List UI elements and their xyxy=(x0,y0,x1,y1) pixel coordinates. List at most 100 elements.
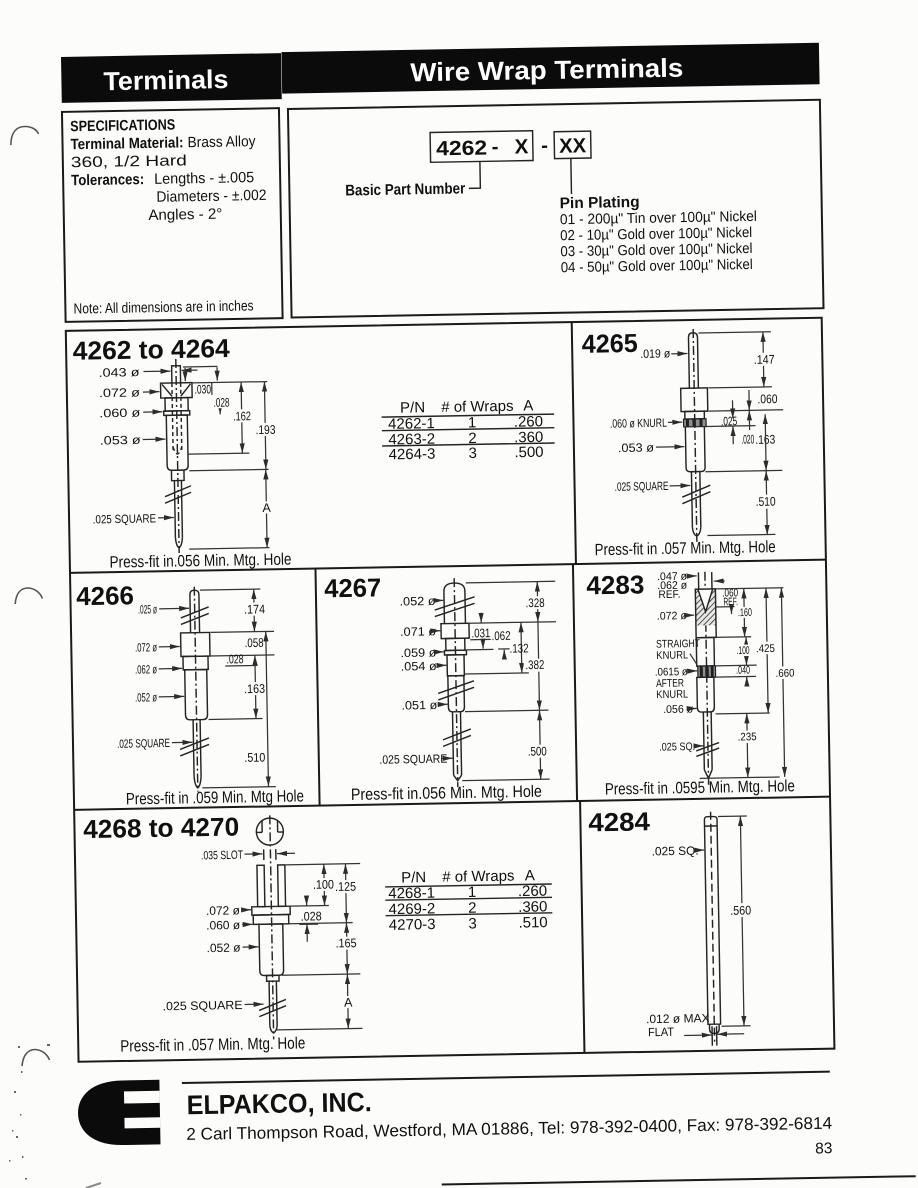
svg-text:Press-fit in .0595 Min. Mtg. H: Press-fit in .0595 Min. Mtg. Hole xyxy=(605,777,795,798)
svg-text:P/N: P/N xyxy=(401,869,426,886)
svg-text:01 - 200µ" Tin over 100µ" Nick: 01 - 200µ" Tin over 100µ" Nickel xyxy=(560,209,757,228)
svg-text:.040: .040 xyxy=(736,665,750,677)
svg-text:REF.: REF. xyxy=(723,596,738,608)
svg-text:KNURL: KNURL xyxy=(656,649,688,662)
svg-text:4262: 4262 xyxy=(436,137,487,161)
svg-text:Brass Alloy: Brass Alloy xyxy=(187,133,256,151)
svg-text:.025 SQUARE: .025 SQUARE xyxy=(162,998,242,1013)
svg-text:4267: 4267 xyxy=(324,572,382,603)
svg-text:# of Wraps: # of Wraps xyxy=(442,868,515,886)
svg-text:1: 1 xyxy=(468,884,477,901)
svg-text:.500: .500 xyxy=(514,444,543,462)
svg-text:.025 SQUARE: .025 SQUARE xyxy=(93,511,157,526)
svg-text:STRAIGHT: STRAIGHT xyxy=(656,638,700,651)
svg-text:.160: .160 xyxy=(738,607,752,619)
svg-text:.174: .174 xyxy=(244,602,265,616)
svg-text:3: 3 xyxy=(468,445,477,462)
svg-text:.056 ø: .056 ø xyxy=(663,704,693,717)
svg-text:04 - 50µ" Gold over 100µ" Nick: 04 - 50µ" Gold over 100µ" Nickel xyxy=(561,257,753,276)
svg-text:.025 SQ.: .025 SQ. xyxy=(652,844,699,859)
svg-text:.0615 ø: .0615 ø xyxy=(655,666,688,679)
svg-text:.071 ø: .071 ø xyxy=(400,624,437,639)
svg-text:4270-3: 4270-3 xyxy=(389,916,436,934)
svg-text:.560: .560 xyxy=(730,903,751,917)
svg-text:.072 ø: .072 ø xyxy=(657,610,687,623)
svg-text:.328: .328 xyxy=(525,596,544,610)
svg-text:.510: .510 xyxy=(244,750,265,764)
svg-text:4264-3: 4264-3 xyxy=(388,446,435,464)
svg-text:.053 ø: .053 ø xyxy=(618,440,655,455)
svg-text:Press-fit in.056 Min. Mtg. Hol: Press-fit in.056 Min. Mtg. Hole xyxy=(351,783,542,804)
svg-text:.020: .020 xyxy=(741,432,754,446)
svg-text:-: - xyxy=(541,134,548,157)
svg-text:.052 ø: .052 ø xyxy=(135,690,158,704)
svg-text:.163: .163 xyxy=(244,682,265,696)
svg-text:Lengths - ±.005: Lengths - ±.005 xyxy=(154,169,254,188)
svg-text:Note: All dimensions are in in: Note: All dimensions are in inches xyxy=(73,298,253,317)
svg-text:.025 SQUARE: .025 SQUARE xyxy=(379,752,447,767)
svg-text:Pin Plating: Pin Plating xyxy=(559,194,639,212)
svg-text:Press-fit in .059 Min. Mtg Hol: Press-fit in .059 Min. Mtg Hole xyxy=(126,787,304,808)
svg-text:4263-2: 4263-2 xyxy=(388,431,435,449)
svg-text:.052 ø: .052 ø xyxy=(206,941,241,956)
svg-text:Diameters - ±.002: Diameters - ±.002 xyxy=(156,187,266,206)
svg-text:.025 SQUARE: .025 SQUARE xyxy=(614,479,668,494)
svg-text:X: X xyxy=(514,135,528,158)
svg-text:.360: .360 xyxy=(514,429,543,447)
svg-text:AFTER: AFTER xyxy=(656,677,684,689)
svg-text:Terminals: Terminals xyxy=(103,64,229,96)
svg-text:4262-1: 4262-1 xyxy=(388,415,435,433)
svg-text:.132: .132 xyxy=(509,641,528,655)
svg-text:.062 ø: .062 ø xyxy=(135,662,158,676)
svg-text:.060 ø: .060 ø xyxy=(99,406,141,421)
svg-text:.382: .382 xyxy=(525,658,544,672)
svg-text:P/N: P/N xyxy=(400,399,425,416)
svg-text:.072 ø: .072 ø xyxy=(99,385,141,400)
svg-text:A: A xyxy=(344,995,353,1009)
svg-text:Tolerances:: Tolerances: xyxy=(71,171,144,189)
svg-text:# of Wraps: # of Wraps xyxy=(441,398,514,416)
svg-text:.028: .028 xyxy=(213,396,229,410)
svg-text:.051 ø: .051 ø xyxy=(401,698,438,713)
svg-text:.060 ø KNURL: .060 ø KNURL xyxy=(610,416,667,431)
svg-text:.060 ø: .060 ø xyxy=(206,918,241,933)
svg-text:.165: .165 xyxy=(335,936,356,950)
svg-text:Basic Part Number: Basic Part Number xyxy=(345,180,465,199)
svg-text:.100: .100 xyxy=(313,878,334,892)
svg-text:.660: .660 xyxy=(775,668,794,680)
svg-text:.047 ø: .047 ø xyxy=(657,571,687,584)
svg-text:.235: .235 xyxy=(738,731,757,743)
svg-text:.025 SQ.: .025 SQ. xyxy=(659,741,695,754)
svg-text:.012 ø MAX: .012 ø MAX xyxy=(646,1011,710,1026)
svg-text:3: 3 xyxy=(468,915,477,932)
svg-text:2: 2 xyxy=(468,900,477,917)
svg-text:4268 to 4270: 4268 to 4270 xyxy=(83,811,239,844)
svg-text:4269-2: 4269-2 xyxy=(388,900,435,918)
svg-text:4266: 4266 xyxy=(76,580,134,611)
svg-text:1: 1 xyxy=(468,414,477,431)
svg-text:.500: .500 xyxy=(528,744,547,758)
svg-text:Press-fit in .057 Min. Mtg. Ho: Press-fit in .057 Min. Mtg. Hole xyxy=(595,538,776,559)
svg-text:360, 1/2 Hard: 360, 1/2 Hard xyxy=(71,152,187,171)
svg-text:.043 ø: .043 ø xyxy=(98,365,140,380)
svg-text:.260: .260 xyxy=(518,883,547,901)
svg-text:FLAT: FLAT xyxy=(648,1025,675,1039)
svg-text:.062: .062 xyxy=(491,629,510,643)
svg-text:REF.: REF. xyxy=(658,589,680,601)
svg-text:.260: .260 xyxy=(514,413,543,431)
svg-text:.052 ø: .052 ø xyxy=(399,594,436,609)
svg-text:Press-fit in.056 Min. Mtg. Hol: Press-fit in.056 Min. Mtg. Hole xyxy=(109,550,291,571)
svg-text:.060: .060 xyxy=(722,587,738,599)
svg-text:4283: 4283 xyxy=(586,569,645,600)
svg-text:.072 ø: .072 ø xyxy=(135,640,158,654)
svg-text:.425: .425 xyxy=(756,643,775,655)
svg-text:.025 SQUARE: .025 SQUARE xyxy=(117,736,170,751)
svg-text:.147: .147 xyxy=(754,353,775,367)
svg-text:A: A xyxy=(523,397,533,414)
svg-text:4262 to 4264: 4262 to 4264 xyxy=(72,333,230,366)
svg-text:.030: .030 xyxy=(194,382,211,396)
svg-text:4265: 4265 xyxy=(581,328,638,359)
svg-text:.053 ø: .053 ø xyxy=(100,433,142,448)
svg-text:.062 ø: .062 ø xyxy=(657,580,687,593)
svg-text:KNURL: KNURL xyxy=(656,689,688,702)
